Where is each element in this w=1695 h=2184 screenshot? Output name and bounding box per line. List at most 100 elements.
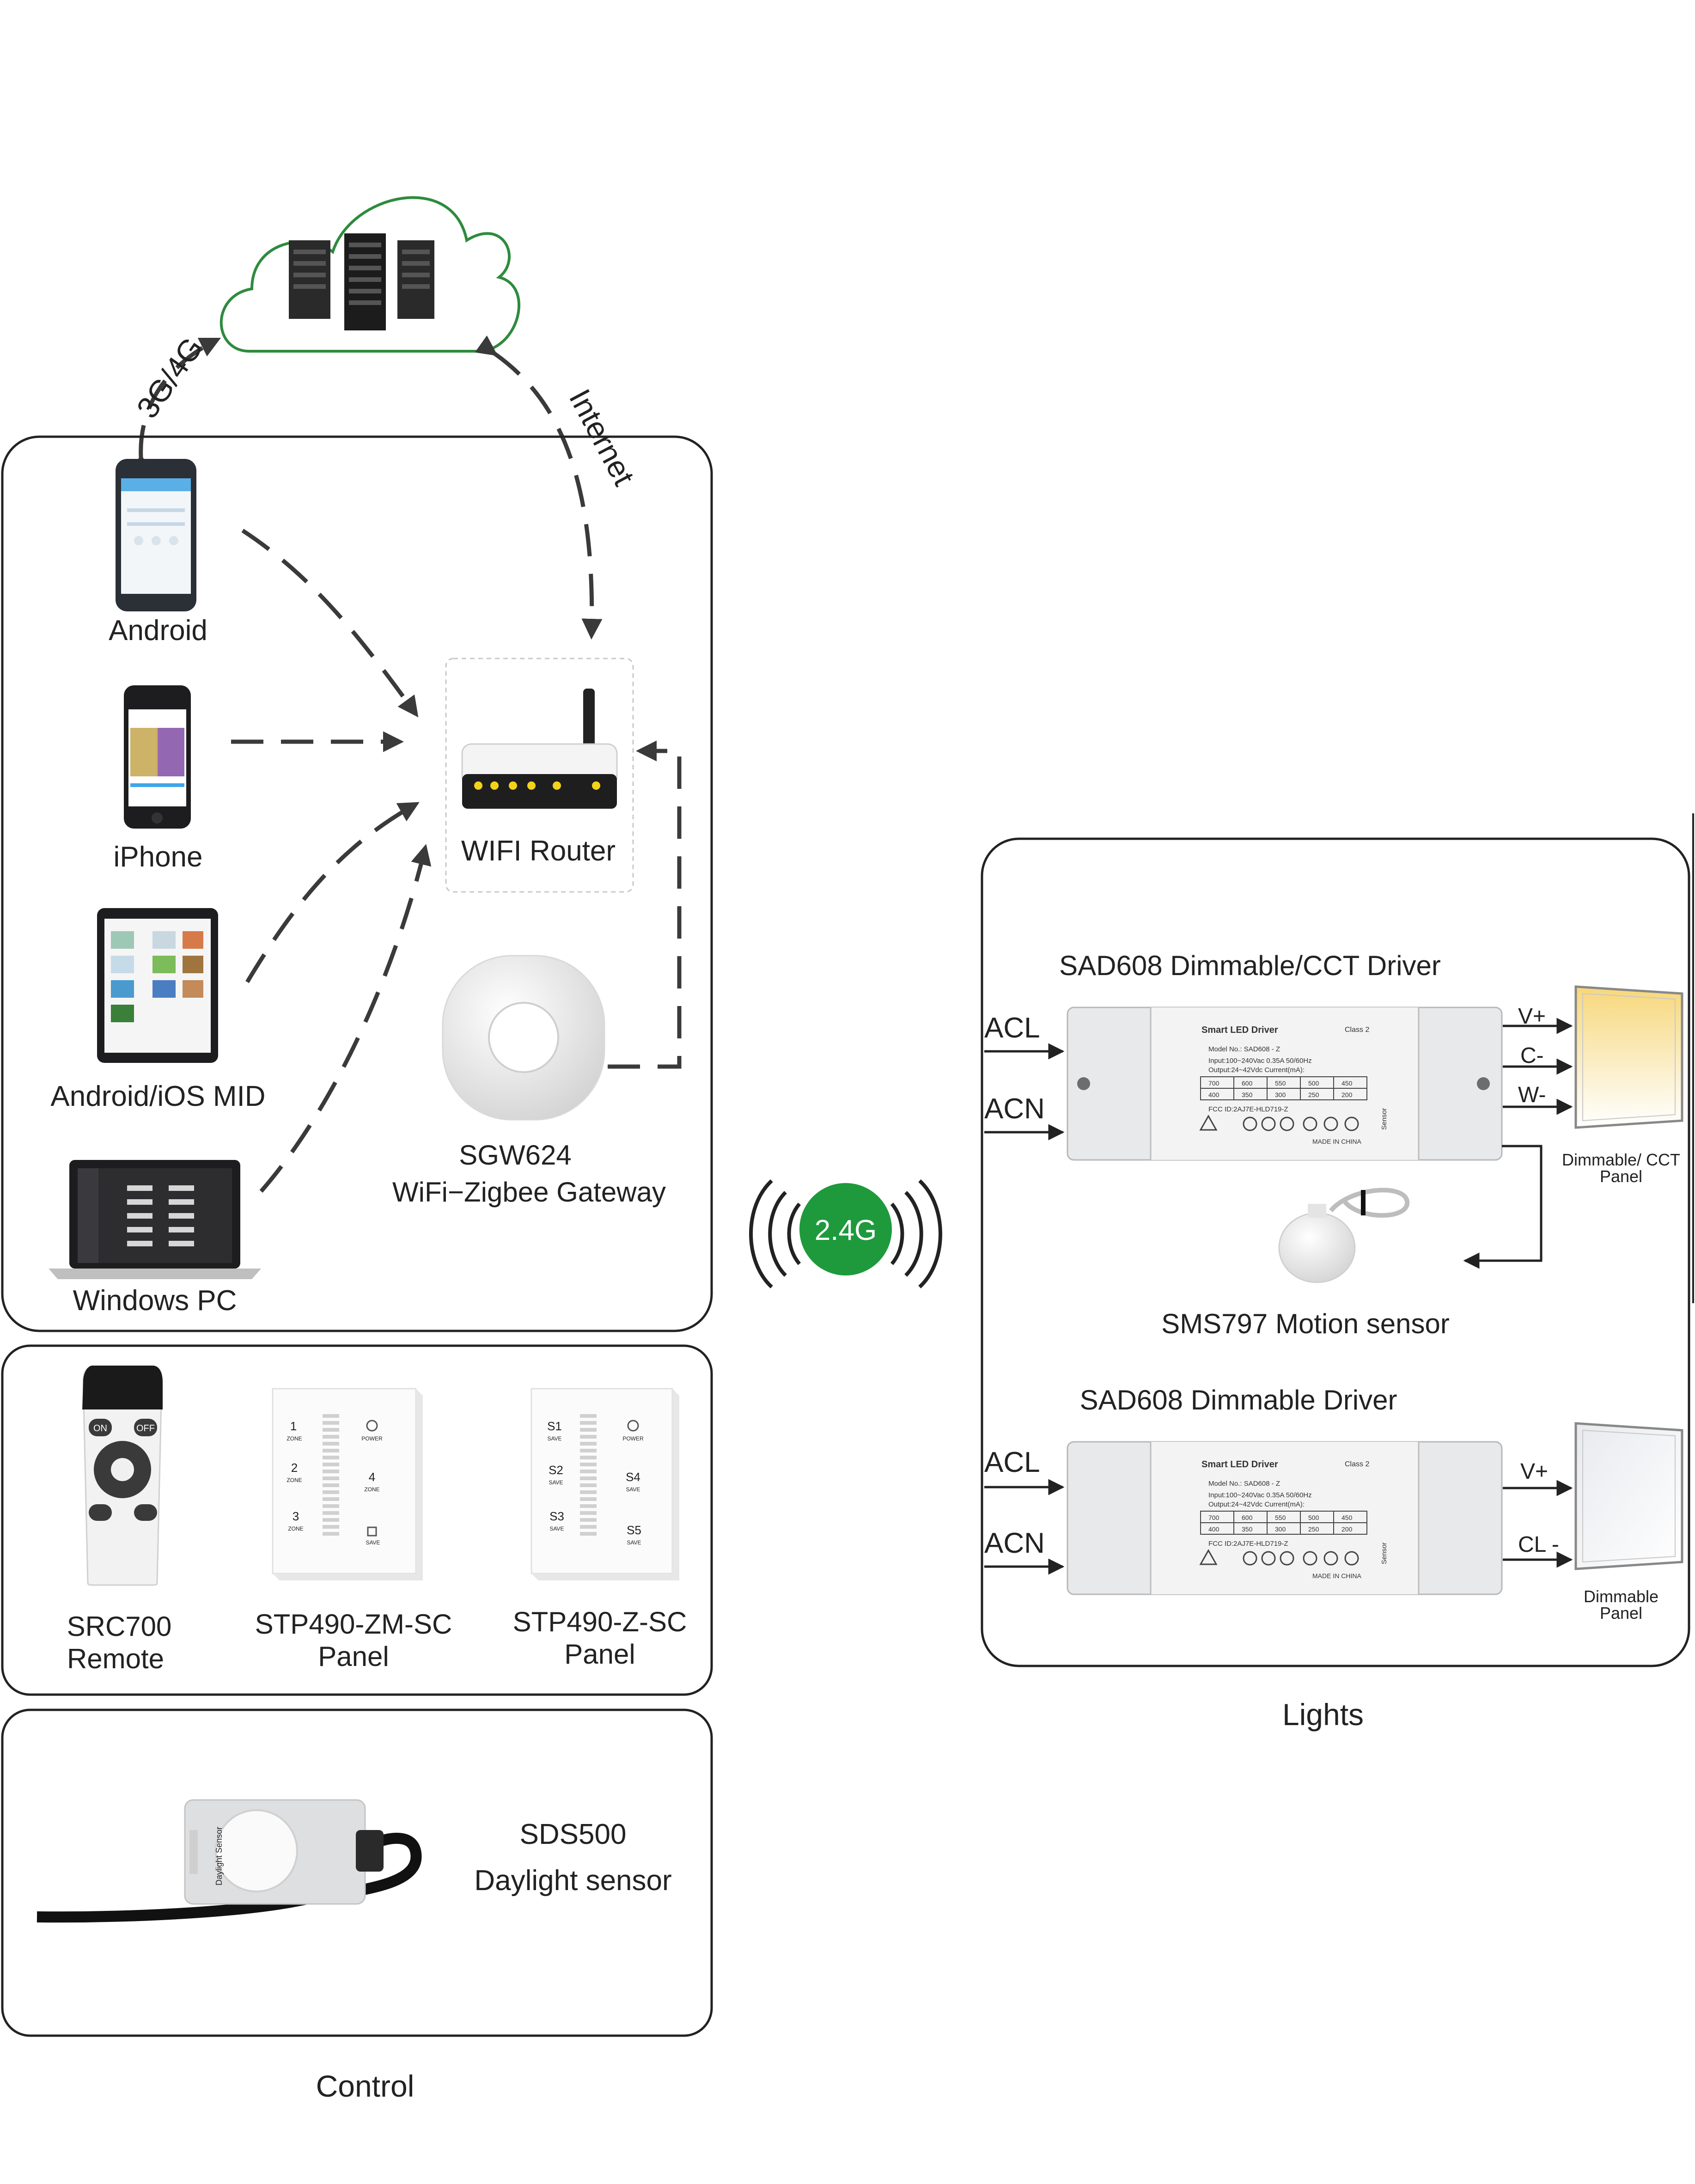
cloud-server <box>219 196 521 353</box>
gateway-to-router-arrow <box>608 740 682 1069</box>
gateway-name-label: WiFi−Zigbee Gateway <box>392 1177 666 1208</box>
driver1-label-input: Input:100~240Vac 0.35A 50/60Hz <box>1208 1057 1312 1065</box>
mid-label: Android/iOS MID <box>50 1080 265 1112</box>
daylight-device-text: Daylight Sensor <box>214 1827 224 1885</box>
panel1-name-line1: Dimmable/ CCT <box>1562 1150 1680 1169</box>
driver2-label-output: Output:24~42Vdc Current(mA): <box>1208 1501 1305 1508</box>
driver2-acl-label: ACL <box>984 1446 1040 1478</box>
panel-a-zone1-sub: ZONE <box>287 1435 302 1442</box>
zm-panel-name-label: Panel <box>318 1641 389 1672</box>
driver2-current-500: 500 <box>1308 1514 1319 1521</box>
driver1-current-400: 400 <box>1208 1091 1219 1098</box>
z-panel-model-label: STP490-Z-SC <box>513 1606 687 1637</box>
driver1-cminus-label: C- <box>1520 1043 1544 1068</box>
power-icon <box>627 1420 639 1432</box>
driver1-label-made: MADE IN CHINA <box>1312 1138 1361 1145</box>
stp490-zm-panel-icon[interactable]: 1 ZONE 2 ZONE 3 ZONE 4 ZONE POWER SAVE <box>272 1388 423 1580</box>
driver1-box[interactable]: Smart LED Driver Class 2 Model No.: SAD6… <box>1067 1007 1503 1161</box>
driver1-title: SAD608 Dimmable/CCT Driver <box>1059 950 1441 981</box>
server-rack-icon <box>289 233 434 330</box>
sensor-wire <box>1463 1145 1543 1269</box>
motion-sensor-icon[interactable] <box>1278 1188 1410 1283</box>
save-icon <box>367 1526 377 1537</box>
driver2-label-made: MADE IN CHINA <box>1312 1572 1361 1580</box>
pc-label: Windows PC <box>73 1285 237 1317</box>
lights-panel <box>981 837 1690 1667</box>
power-icon <box>366 1420 378 1432</box>
driver2-current-450: 450 <box>1341 1514 1353 1521</box>
driver2-label-input: Input:100~240Vac 0.35A 50/60Hz <box>1208 1491 1312 1499</box>
driver2-title: SAD608 Dimmable Driver <box>1080 1385 1397 1415</box>
remote-off-key: OFF <box>136 1423 155 1434</box>
wifi-router-icon[interactable] <box>461 689 618 809</box>
panel-b-power: POWER <box>622 1435 644 1442</box>
panel-b-s1: S1 <box>547 1419 562 1433</box>
panel-b-s5-sub: SAVE <box>627 1539 641 1546</box>
zm-panel-model-label: STP490-ZM-SC <box>255 1609 452 1640</box>
cct-panel-light-icon <box>1574 985 1683 1129</box>
driver2-current-350: 350 <box>1242 1525 1253 1533</box>
driver1-current-250: 250 <box>1308 1091 1319 1098</box>
android-to-router-arrow <box>241 529 419 718</box>
driver2-vplus-label: V+ <box>1520 1459 1548 1484</box>
driver1-current-200: 200 <box>1341 1091 1353 1098</box>
driver2-current-550: 550 <box>1275 1514 1286 1521</box>
panel-b-s4: S4 <box>626 1470 640 1484</box>
driver1-current-550: 550 <box>1275 1080 1286 1087</box>
driver2-label-title: Smart LED Driver <box>1201 1459 1278 1470</box>
remotes-panel <box>1 1344 713 1696</box>
panel-a-save: SAVE <box>366 1539 380 1546</box>
src700-name-label: Remote <box>67 1643 164 1674</box>
driver1-current-500: 500 <box>1308 1080 1319 1087</box>
iphone-device[interactable] <box>124 685 191 829</box>
3g4g-link <box>131 337 221 475</box>
driver2-label-class: Class 2 <box>1345 1460 1369 1468</box>
panel-b-s3-sub: SAVE <box>549 1525 564 1532</box>
lights-label: Lights <box>1282 1697 1364 1732</box>
driver1-current-450: 450 <box>1341 1080 1353 1087</box>
driver2-label-model: Model No.: SAD608 - Z <box>1208 1480 1280 1488</box>
3g4g-label: 3G/4G <box>130 331 209 424</box>
panel-a-zone2-sub: ZONE <box>287 1477 302 1483</box>
wireless-badge <box>749 1179 942 1288</box>
driver2-current-250: 250 <box>1308 1525 1319 1533</box>
panel-a-zone3-sub: ZONE <box>288 1525 303 1532</box>
tablet-device[interactable] <box>97 908 218 1063</box>
stp490-z-panel-icon[interactable]: S1 SAVE S2 SAVE S3 SAVE POWER S4 SAVE S5… <box>530 1388 679 1580</box>
driver1-label-model: Model No.: SAD608 - Z <box>1208 1045 1280 1053</box>
driver1-current-300: 300 <box>1275 1091 1286 1098</box>
panel-b-s3: S3 <box>549 1509 564 1523</box>
panel2-name-line1: Dimmable <box>1584 1587 1658 1606</box>
zigbee-gateway-icon[interactable] <box>442 955 605 1121</box>
panel-b-s4-sub: SAVE <box>626 1486 640 1493</box>
driver1-label-sensor: Sensor <box>1380 1108 1388 1130</box>
driver1-label-title: Smart LED Driver <box>1201 1025 1278 1035</box>
driver2-current-700: 700 <box>1208 1514 1219 1521</box>
motion-sensor-label: SMS797 Motion sensor <box>1161 1308 1450 1339</box>
driver1-acl-label: ACL <box>984 1012 1040 1044</box>
router-label: WIFI Router <box>461 835 616 867</box>
driver2-box[interactable]: Smart LED Driver Class 2 Model No.: SAD6… <box>1067 1441 1503 1595</box>
driver2-current-600: 600 <box>1242 1514 1253 1521</box>
dimmable-panel-light-icon <box>1574 1422 1683 1570</box>
laptop-device[interactable] <box>49 1160 261 1279</box>
iphone-label: iPhone <box>113 841 202 873</box>
src700-remote-icon[interactable]: ON OFF <box>82 1366 163 1586</box>
panel-a-zone2: 2 <box>291 1461 298 1475</box>
daylight-sensor-icon[interactable]: Daylight Sensor <box>37 1799 422 1923</box>
panel-a-zone4-sub: ZONE <box>364 1486 379 1493</box>
panel-a-zone3: 3 <box>293 1509 299 1523</box>
panel-b-s2: S2 <box>549 1463 563 1477</box>
src700-model-label: SRC700 <box>67 1611 172 1642</box>
panel-a-zone4: 4 <box>369 1470 375 1484</box>
driver2-current-300: 300 <box>1275 1525 1286 1533</box>
android-phone[interactable] <box>116 459 196 611</box>
panel-b-s1-sub: SAVE <box>547 1435 561 1442</box>
driver1-wminus-label: W- <box>1518 1083 1546 1107</box>
driver1-vplus-label: V+ <box>1518 1004 1546 1029</box>
control-label: Control <box>316 2069 415 2103</box>
gateway-model-label: SGW624 <box>459 1140 571 1171</box>
driver2-label-fcc: FCC ID:2AJ7E-HLD719-Z <box>1208 1540 1288 1548</box>
driver2-acn-label: ACN <box>984 1527 1045 1559</box>
